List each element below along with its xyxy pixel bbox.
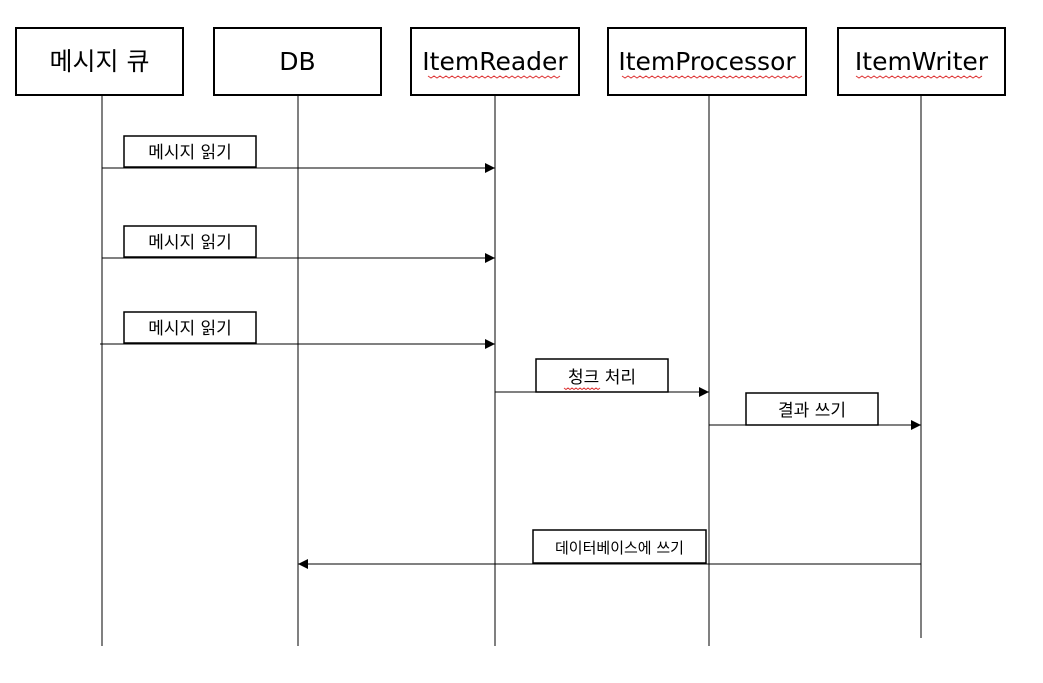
participant-writer: ItemWriter <box>837 27 1006 96</box>
participant-box <box>410 27 580 96</box>
participant-box <box>213 27 382 96</box>
participant-label: 메시지 큐 <box>50 47 150 76</box>
message-label: 메시지 읽기 <box>148 319 232 339</box>
participant-box <box>15 27 184 96</box>
message-label-box <box>123 225 257 258</box>
participant-reader: ItemReader <box>410 27 580 96</box>
message-write-result: 결과 쓰기 <box>709 392 921 430</box>
spellcheck-underline <box>563 387 601 391</box>
message-read-2: 메시지 읽기 <box>102 225 495 263</box>
participant-queue: 메시지 큐 <box>15 27 184 96</box>
spellcheck-underline <box>855 75 983 79</box>
participant-box <box>607 27 807 96</box>
participant-label: ItemWriter <box>855 47 989 76</box>
participant-label: ItemReader <box>422 47 568 76</box>
message-label-box <box>532 529 707 564</box>
lifelines <box>101 96 922 646</box>
participants: 메시지 큐 DB ItemReader ItemProcessor ItemWr… <box>15 27 1006 96</box>
spellcheck-underline <box>621 75 803 79</box>
messages: 메시지 읽기 메시지 읽기 메시지 읽기 청크 처리 결과 쓰기 데이터베이스에… <box>100 135 921 569</box>
message-label-box <box>123 135 257 168</box>
message-label: 청크 처리 <box>568 368 636 388</box>
message-label: 결과 쓰기 <box>778 401 846 421</box>
message-label-box <box>745 392 879 426</box>
message-write-db: 데이터베이스에 쓰기 <box>298 529 921 569</box>
participant-label: ItemProcessor <box>618 47 796 76</box>
spellcheck-underline <box>427 75 561 79</box>
message-label: 데이터베이스에 쓰기 <box>555 539 684 557</box>
participant-processor: ItemProcessor <box>607 27 807 96</box>
participant-label: DB <box>279 47 315 76</box>
message-read-3: 메시지 읽기 <box>100 311 495 349</box>
participant-db: DB <box>213 27 382 96</box>
message-label-box <box>535 358 669 393</box>
message-label-box <box>123 311 257 344</box>
participant-box <box>837 27 1006 96</box>
message-label: 메시지 읽기 <box>148 143 232 163</box>
message-label: 메시지 읽기 <box>148 233 232 253</box>
message-chunk: 청크 처리 <box>495 358 709 397</box>
message-read-1: 메시지 읽기 <box>102 135 495 173</box>
